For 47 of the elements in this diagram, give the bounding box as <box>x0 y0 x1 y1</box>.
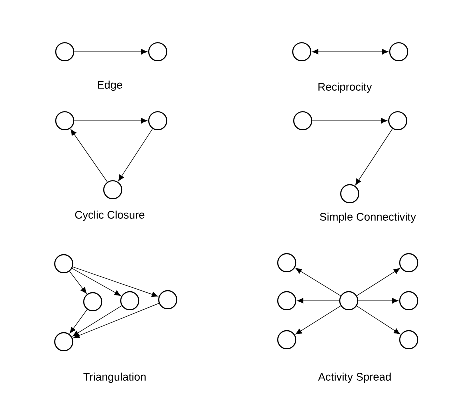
node-circle <box>54 254 74 274</box>
arrow <box>72 268 122 296</box>
arrow <box>312 118 388 124</box>
node-circle <box>277 253 297 273</box>
caption: Simple Connectivity <box>320 212 416 224</box>
node-circle <box>340 184 360 204</box>
node-circle <box>148 111 168 131</box>
node-circle <box>158 290 178 310</box>
arrow <box>72 266 158 298</box>
node-circle <box>399 291 419 311</box>
arrow <box>297 298 340 304</box>
node-circle <box>292 42 312 62</box>
arrow <box>356 128 394 186</box>
arrow <box>74 49 148 55</box>
node-circle <box>103 180 123 200</box>
node-circle <box>277 291 297 311</box>
node-circle <box>389 42 409 62</box>
arrow <box>70 129 108 182</box>
arrow <box>312 49 389 55</box>
node-circle <box>399 330 419 350</box>
node-circle <box>293 111 313 131</box>
node-circle <box>388 111 408 131</box>
arrow <box>358 298 399 304</box>
arrow <box>72 306 122 337</box>
node-circle <box>277 330 297 350</box>
caption: Activity Spread <box>318 372 391 384</box>
arrow <box>356 306 400 334</box>
arrow <box>296 306 342 335</box>
node-circle <box>120 291 140 311</box>
caption: Cyclic Closure <box>75 210 145 222</box>
node-circle <box>55 111 75 131</box>
node-circle <box>399 253 419 273</box>
arrow <box>70 271 87 294</box>
arrow <box>74 303 160 338</box>
node-circle <box>339 291 359 311</box>
arrow <box>356 268 400 296</box>
node-circle <box>83 292 103 312</box>
arrow <box>74 118 148 124</box>
caption: Edge <box>98 80 122 92</box>
node-circle <box>55 42 75 62</box>
node-circle <box>54 332 74 352</box>
node-circle <box>148 42 168 62</box>
arrow <box>70 309 88 334</box>
caption: Reciprocity <box>318 82 372 94</box>
arrow <box>118 128 154 182</box>
arrow <box>296 268 342 296</box>
caption: Triangulation <box>84 372 146 384</box>
